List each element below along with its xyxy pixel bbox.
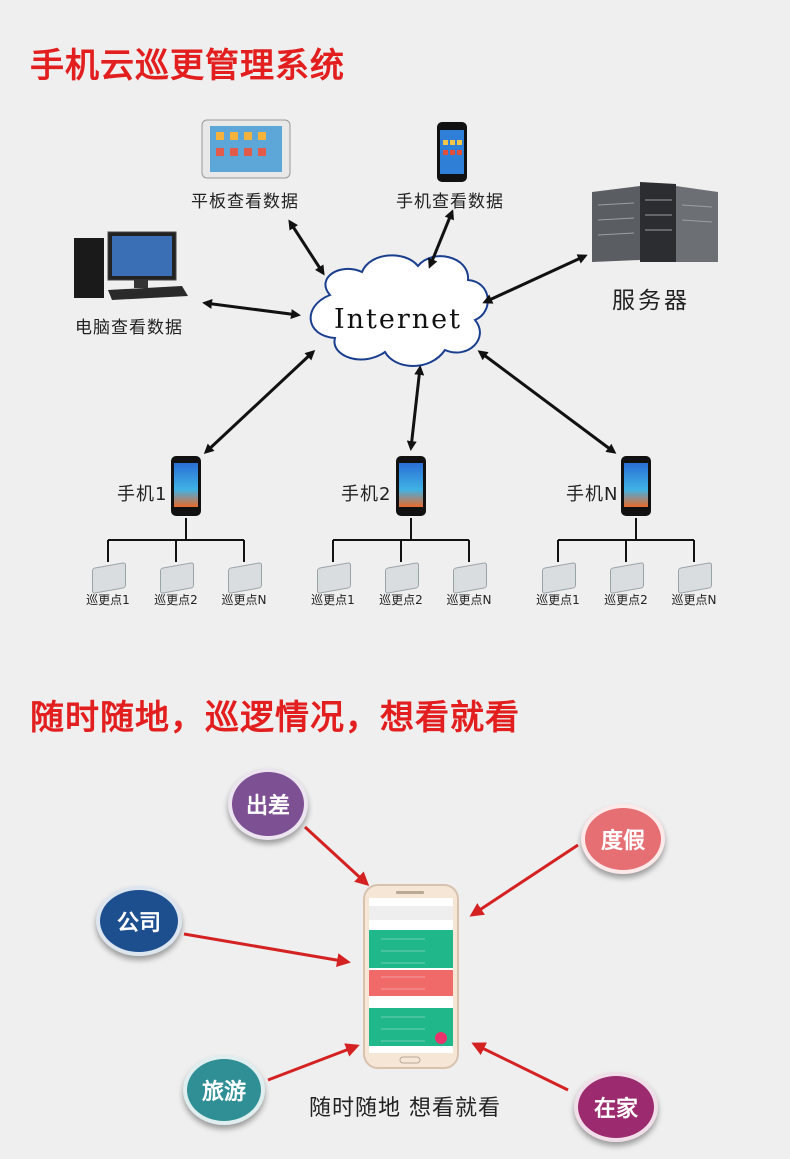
arrow-phone-view: [428, 209, 454, 269]
arrow-phoneN: [477, 350, 617, 454]
bubble-zaijia: 在家: [574, 1072, 658, 1142]
pc-icon: [74, 231, 188, 300]
phone2-icon: [396, 456, 426, 516]
bubble-dujia: 度假: [581, 804, 665, 874]
internet-cloud: [309, 254, 489, 367]
arrow-phone1: [203, 349, 316, 455]
checkpoint-label: 巡更点2: [604, 593, 648, 607]
phoneN-icon: [621, 456, 651, 516]
checkpoint-label: 巡更点2: [379, 593, 423, 607]
arrow-tablet: [288, 219, 325, 276]
bubble-dujia-label: 度假: [600, 829, 645, 854]
arrow-lvyou: [267, 1043, 360, 1082]
phone1-label: 手机1: [117, 484, 168, 505]
bubble-lvyou-label: 旅游: [201, 1080, 246, 1105]
arrow-chuchai: [303, 825, 370, 887]
checkpoint-label: 巡更点N: [671, 593, 717, 607]
section1-title: 手机云巡更管理系统: [30, 46, 345, 86]
checkpoint-label: 巡更点2: [154, 593, 198, 607]
arrow-pc: [202, 298, 301, 320]
phoneN-label: 手机N: [566, 484, 619, 505]
bubble-gongsi: 公司: [96, 886, 182, 956]
phone2-label: 手机2: [341, 484, 392, 505]
checkpoint-label: 巡更点1: [311, 593, 355, 607]
tree-phone2: [332, 518, 470, 562]
tree-phoneN: [557, 518, 695, 562]
tree-phone1: [107, 518, 245, 562]
bubble-chuchai: 出差: [228, 768, 308, 840]
phone-view-label: 手机查看数据: [396, 192, 504, 212]
pc-label: 电脑查看数据: [75, 318, 183, 338]
bubble-lvyou: 旅游: [183, 1055, 265, 1125]
arrow-dujia: [469, 843, 579, 917]
checkpoint-label: 巡更点N: [221, 593, 267, 607]
app-phone-mockup: [363, 884, 459, 1069]
tablet-label: 平板查看数据: [191, 192, 299, 212]
tablet-icon: [201, 119, 291, 179]
arrow-phone2: [406, 365, 425, 451]
checkpoint-label: 巡更点N: [446, 593, 492, 607]
arrow-gongsi: [183, 932, 351, 968]
internet-label: Internet: [334, 304, 463, 335]
bubble-zaijia-label: 在家: [593, 1097, 638, 1122]
checkpoint-label: 巡更点1: [86, 593, 130, 607]
checkpoint-label: 巡更点1: [536, 593, 580, 607]
bubble-chuchai-label: 出差: [245, 794, 290, 819]
server-label: 服务器: [612, 288, 690, 314]
arrow-zaijia: [471, 1042, 569, 1092]
phone-view-icon: [437, 122, 467, 182]
section2-caption: 随时随地 想看就看: [309, 1096, 501, 1121]
phone1-icon: [171, 456, 201, 516]
arrow-server: [482, 254, 588, 304]
server-icon: [592, 182, 718, 262]
bubble-gongsi-label: 公司: [116, 911, 161, 936]
section2-title: 随时随地，巡逻情况，想看就看: [30, 698, 520, 738]
